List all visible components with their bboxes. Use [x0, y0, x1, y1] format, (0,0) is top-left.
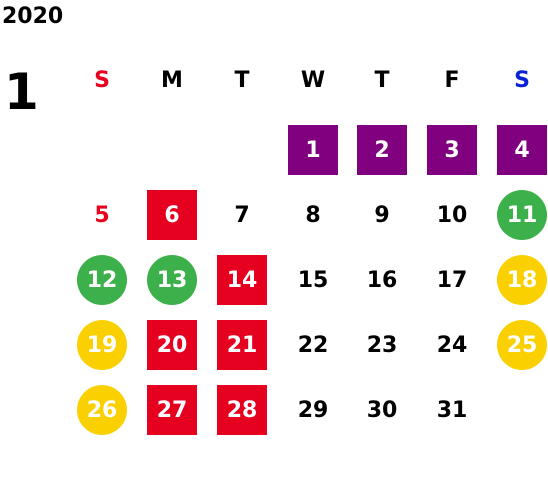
weekday-wednesday: W [300, 68, 326, 93]
calendar-day-2[interactable]: 2 [357, 125, 407, 175]
calendar-day-24[interactable]: 24 [436, 332, 468, 358]
month-number: 1 [4, 63, 39, 121]
calendar-day-11[interactable]: 11 [497, 190, 547, 240]
calendar-day-31[interactable]: 31 [436, 397, 468, 423]
calendar-day-4[interactable]: 4 [497, 125, 547, 175]
calendar-day-12[interactable]: 12 [77, 255, 127, 305]
year-label: 2020 [2, 4, 64, 29]
weekday-tuesday: T [234, 68, 250, 93]
weekday-monday: M [161, 68, 183, 93]
calendar-day-22[interactable]: 22 [297, 332, 329, 358]
calendar-day-29[interactable]: 29 [297, 397, 329, 423]
calendar-day-3[interactable]: 3 [427, 125, 477, 175]
calendar-day-5[interactable]: 5 [94, 202, 110, 228]
calendar-day-20[interactable]: 20 [147, 320, 197, 370]
calendar-day-9[interactable]: 9 [374, 202, 390, 228]
calendar-day-8[interactable]: 8 [305, 202, 321, 228]
calendar-day-25[interactable]: 25 [497, 320, 547, 370]
calendar-day-13[interactable]: 13 [147, 255, 197, 305]
calendar-day-18[interactable]: 18 [497, 255, 547, 305]
weekday-friday: F [444, 68, 460, 93]
calendar-day-27[interactable]: 27 [147, 385, 197, 435]
calendar-day-1[interactable]: 1 [288, 125, 338, 175]
calendar-day-17[interactable]: 17 [436, 267, 468, 293]
weekday-sunday: S [94, 68, 110, 93]
calendar-day-28[interactable]: 28 [217, 385, 267, 435]
weekday-thursday: T [374, 68, 390, 93]
calendar-day-14[interactable]: 14 [217, 255, 267, 305]
calendar-day-16[interactable]: 16 [366, 267, 398, 293]
calendar-day-21[interactable]: 21 [217, 320, 267, 370]
calendar-day-6[interactable]: 6 [147, 190, 197, 240]
calendar-day-26[interactable]: 26 [77, 385, 127, 435]
calendar-day-30[interactable]: 30 [366, 397, 398, 423]
weekday-saturday: S [514, 68, 530, 93]
calendar-day-15[interactable]: 15 [297, 267, 329, 293]
calendar-day-7[interactable]: 7 [234, 202, 250, 228]
calendar-day-10[interactable]: 10 [436, 202, 468, 228]
calendar-day-19[interactable]: 19 [77, 320, 127, 370]
calendar-day-23[interactable]: 23 [366, 332, 398, 358]
